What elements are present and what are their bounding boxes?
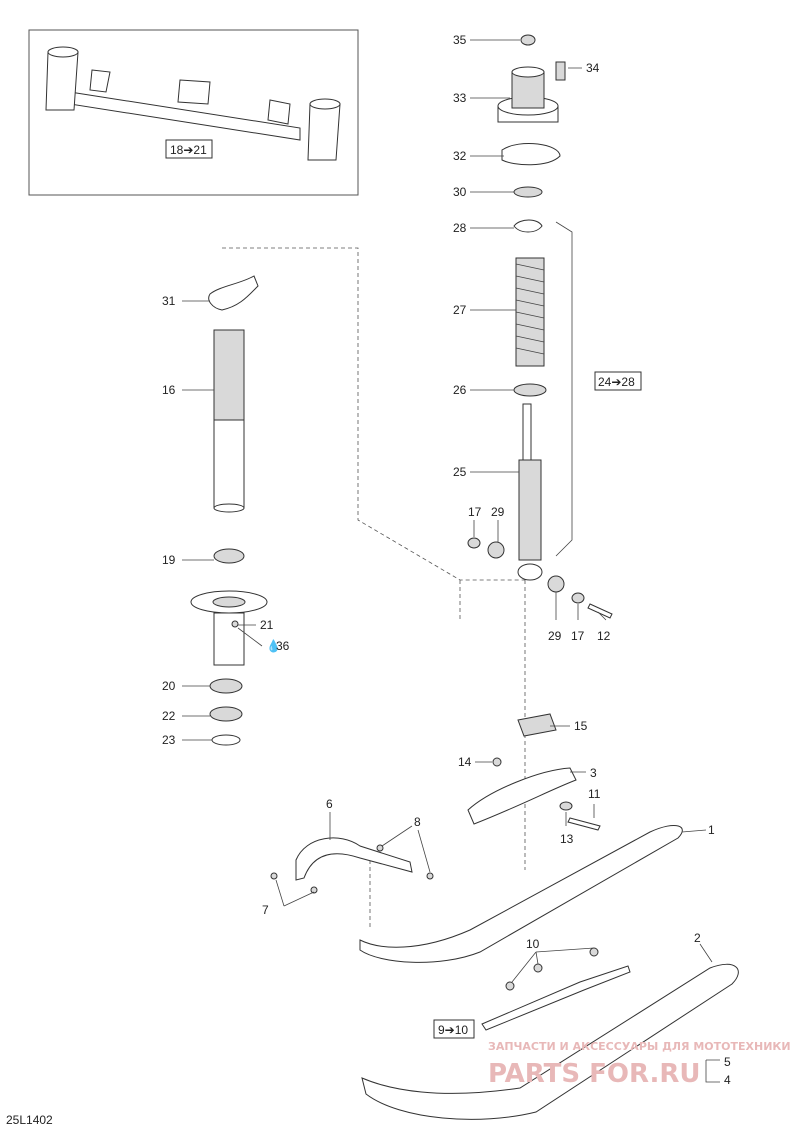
circlip-23 [211, 734, 241, 746]
callout-2: 2 [694, 931, 701, 945]
callout-13: 13 [560, 832, 574, 846]
callout-1: 1 [708, 823, 715, 837]
callout-36: 36 [276, 639, 290, 653]
washer-13 [559, 801, 573, 811]
ski-2 [361, 963, 739, 1120]
callout-17b: 17 [571, 629, 585, 643]
shock-rod [522, 403, 532, 461]
callout-5: 5 [724, 1055, 731, 1069]
runner-9 [481, 965, 631, 1031]
callout-15: 15 [574, 719, 588, 733]
pivot-3 [467, 767, 577, 825]
range-24-28: 24➔28 [598, 375, 635, 389]
callout-23: 23 [162, 733, 176, 747]
bolt-12 [587, 603, 613, 619]
bushing-29a [487, 541, 505, 559]
callout-31: 31 [162, 294, 176, 308]
watermark-line2: PARTS FOR.RU [488, 1059, 701, 1089]
drop-icon: 💧 [266, 639, 281, 653]
callout-7: 7 [262, 903, 269, 917]
callout-33: 33 [453, 91, 467, 105]
bracket-31 [208, 275, 259, 311]
spring-27 [515, 257, 545, 367]
watermark-line1: ЗАПЧАСТИ И АКСЕССУАРЫ ДЛЯ МОТОТЕХНИКИ [488, 1040, 791, 1053]
washer-17b [571, 592, 585, 604]
washer-26 [513, 383, 547, 397]
callout-3: 3 [590, 766, 597, 780]
callout-14: 14 [458, 755, 472, 769]
watermark: ЗАПЧАСТИ И АКСЕССУАРЫ ДЛЯ МОТОТЕХНИКИ PA… [488, 1040, 791, 1089]
fitting-21 [231, 620, 239, 628]
washer-30 [513, 186, 543, 198]
shock-body-25 [518, 459, 542, 561]
spindle-assembly [190, 275, 268, 746]
callout-8: 8 [414, 815, 421, 829]
nut-14 [492, 757, 502, 767]
callout-6: 6 [326, 797, 333, 811]
callout-22: 22 [162, 709, 176, 723]
callout-27: 27 [453, 303, 467, 317]
callout-17a: 17 [468, 505, 482, 519]
clip-32 [501, 143, 561, 166]
callout-32: 32 [453, 149, 467, 163]
washer-17a [467, 537, 481, 549]
shock-assembly [467, 34, 613, 619]
spindle-16 [213, 329, 245, 421]
leader-lines [182, 39, 713, 983]
bushing-20 [209, 678, 243, 694]
ski-parts [270, 713, 739, 1120]
callout-4: 4 [724, 1073, 731, 1087]
ring-22 [209, 706, 243, 722]
range-9-10: 9➔10 [438, 1023, 468, 1037]
callout-10: 10 [526, 937, 540, 951]
nut-35 [520, 34, 536, 46]
callout-19: 19 [162, 553, 176, 567]
callout-34: 34 [586, 61, 600, 75]
range-boxes: 18➔21 24➔28 9➔10 [165, 139, 642, 1039]
bushing-29b [547, 575, 565, 593]
callout-21: 21 [260, 618, 274, 632]
callout-20: 20 [162, 679, 176, 693]
callout-11: 11 [588, 787, 601, 801]
callout-16: 16 [162, 383, 176, 397]
callout-29b: 29 [548, 629, 562, 643]
ski-1 [359, 824, 683, 963]
callouts: 35 34 33 32 30 28 27 26 25 17 29 29 17 1… [162, 33, 731, 1087]
callout-25: 25 [453, 465, 467, 479]
callout-28: 28 [453, 221, 467, 235]
crossbar-inset [28, 29, 359, 196]
callout-29a: 29 [491, 505, 505, 519]
diagram-code: 25L1402 [6, 1113, 53, 1127]
loop-6 [295, 837, 413, 881]
bolt-11 [567, 817, 601, 831]
callout-26: 26 [453, 383, 467, 397]
screw-34 [555, 61, 566, 81]
handle-15 [517, 713, 557, 737]
bushing-19 [213, 548, 245, 564]
callout-35: 35 [453, 33, 467, 47]
ring-28 [513, 219, 543, 233]
callout-30: 30 [453, 185, 467, 199]
callout-12: 12 [597, 629, 611, 643]
range-18-21: 18➔21 [170, 143, 207, 157]
